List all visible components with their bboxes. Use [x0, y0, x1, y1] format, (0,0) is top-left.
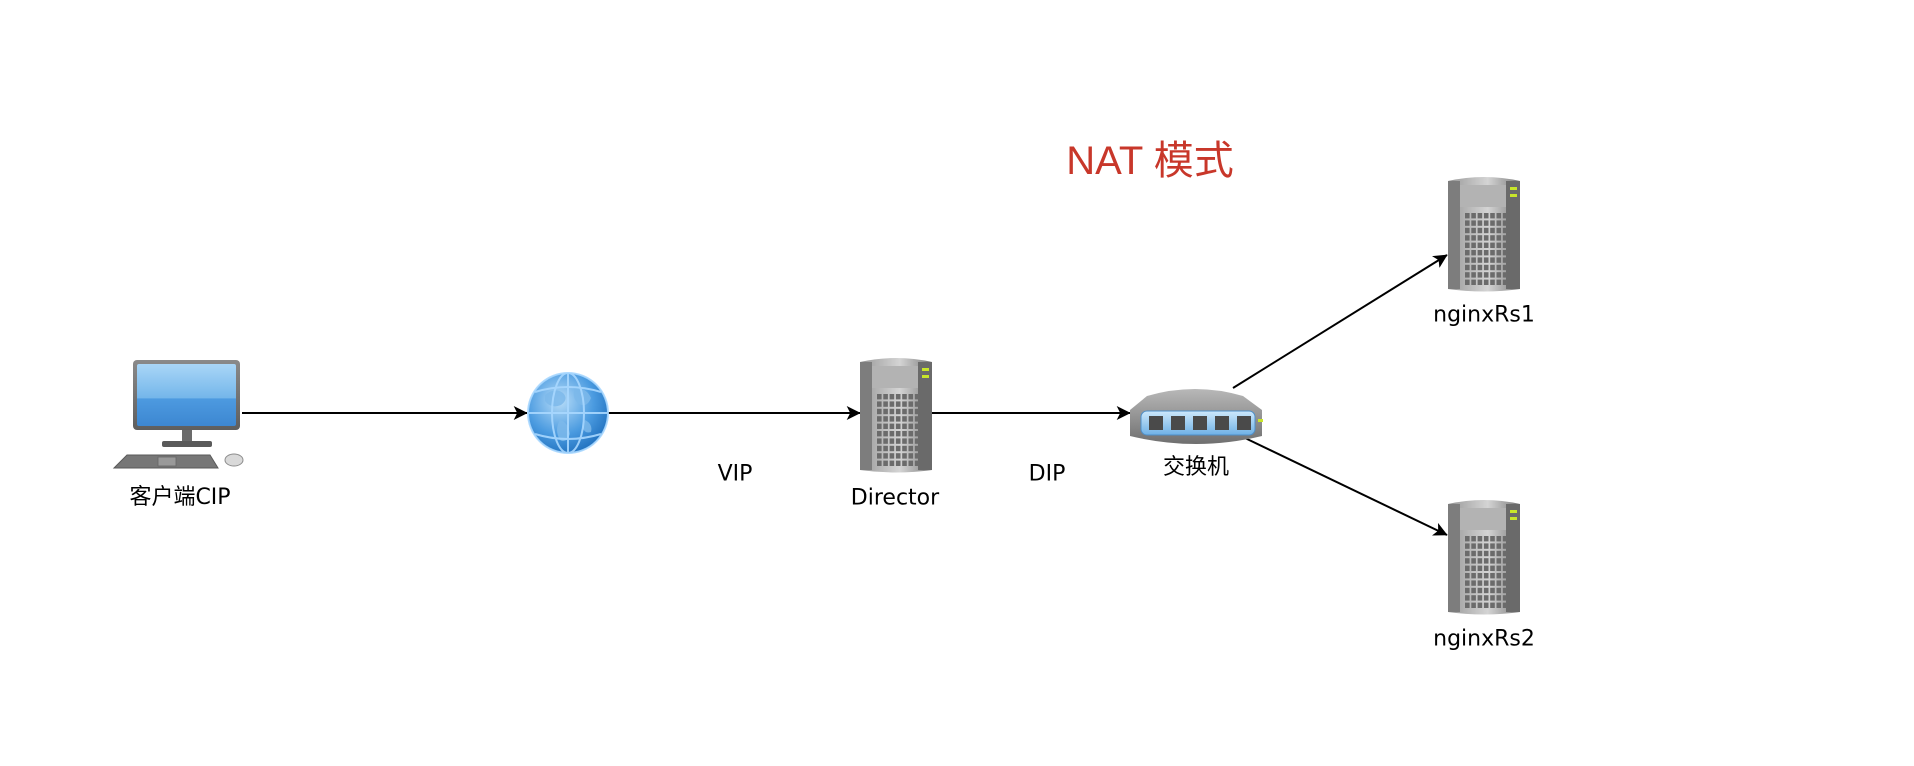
- label-rs1: nginxRs1: [1433, 302, 1535, 328]
- label-director: Director: [850, 485, 940, 511]
- server-icon-director[interactable]: [860, 358, 932, 473]
- server-side-panel: [860, 362, 872, 470]
- desktop-computer-icon[interactable]: [112, 360, 244, 469]
- server-vent-grid: [1465, 536, 1508, 608]
- diagram-title: NAT 模式: [1066, 139, 1234, 183]
- edges: [242, 254, 1448, 536]
- server-icon-rs1[interactable]: [1448, 177, 1520, 292]
- label-client: 客户端CIP: [129, 485, 231, 510]
- server-side-panel: [1506, 504, 1520, 612]
- led-indicator: [922, 368, 929, 371]
- edge-label-dip: DIP: [1028, 461, 1066, 487]
- led-indicator: [1510, 510, 1517, 513]
- server-top-bay: [872, 366, 918, 388]
- edge-switch-rs2: [1244, 437, 1448, 536]
- server-icon-rs2[interactable]: [1448, 500, 1520, 615]
- led-indicator: [922, 375, 929, 378]
- edge-label-vip: VIP: [717, 461, 753, 487]
- label-switch: 交换机: [1162, 455, 1230, 480]
- led-indicator: [1510, 517, 1517, 520]
- globe-icon[interactable]: [527, 372, 609, 454]
- server-side-panel: [1506, 181, 1520, 289]
- server-side-panel: [1448, 504, 1460, 612]
- label-rs2: nginxRs2: [1433, 626, 1535, 652]
- server-vent-grid: [877, 394, 920, 466]
- led-indicator: [1510, 194, 1517, 197]
- led-indicator: [1510, 187, 1517, 190]
- server-top-bay: [1460, 185, 1506, 207]
- server-side-panel: [918, 362, 932, 470]
- server-vent-grid: [1465, 213, 1508, 285]
- switch-ports: [1149, 416, 1251, 430]
- server-side-panel: [1448, 181, 1460, 289]
- server-top-bay: [1460, 508, 1506, 530]
- network-switch-icon[interactable]: [1130, 389, 1263, 444]
- edge-switch-rs1: [1232, 254, 1448, 389]
